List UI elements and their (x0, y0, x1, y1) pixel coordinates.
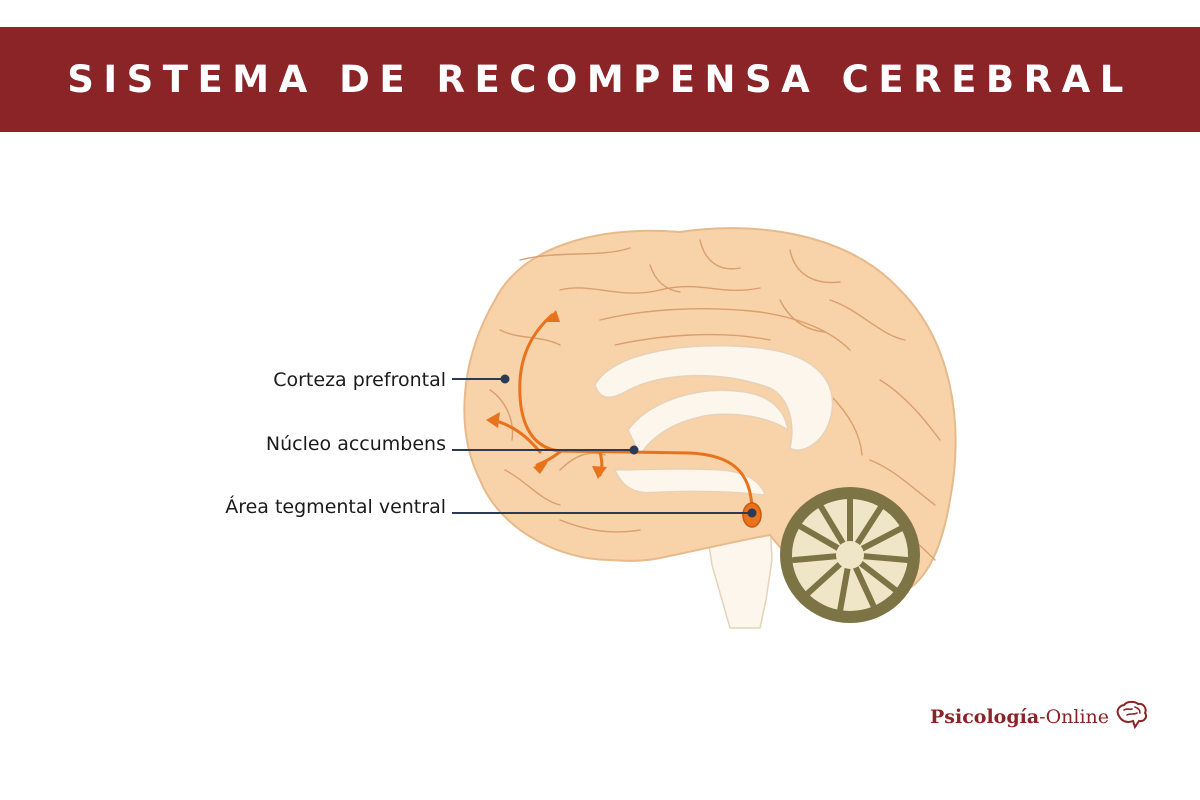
title-banner: SISTEMA DE RECOMPENSA CEREBRAL (0, 27, 1200, 132)
thalamus-region (614, 468, 766, 496)
brand-name-suffix: -Online (1039, 706, 1110, 728)
label-prefrontal-cortex: Corteza prefrontal (273, 369, 446, 391)
fornix (627, 389, 789, 457)
page-title: SISTEMA DE RECOMPENSA CEREBRAL (67, 58, 1133, 101)
corpus-callosum (594, 345, 834, 451)
leader-lines (452, 374, 757, 518)
brand-name-main: Psicología (930, 706, 1040, 728)
brand-name: Psicología-Online (930, 706, 1109, 728)
brain-icon (1113, 700, 1149, 734)
brand-logo: Psicología-Online (930, 700, 1149, 734)
label-ventral-tegmental-area: Área tegmental ventral (225, 495, 446, 518)
cerebellum (780, 487, 920, 623)
label-nucleus-accumbens: Núcleo accumbens (266, 433, 446, 455)
pathway-arrowheads (486, 310, 607, 479)
brain-sulci (489, 239, 941, 561)
